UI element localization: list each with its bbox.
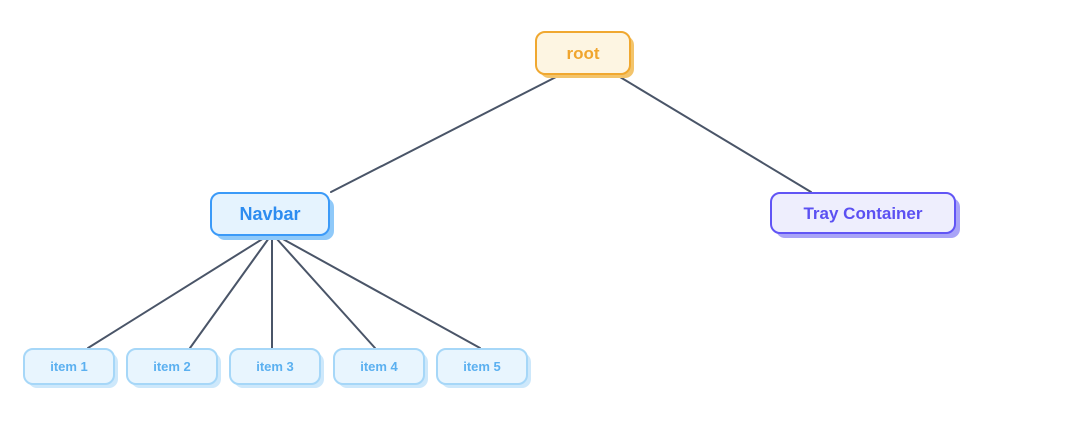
node-item-3[interactable]: item 3 xyxy=(229,348,321,385)
edge-root-to-navbar xyxy=(330,76,557,193)
node-tray-container[interactable]: Tray Container xyxy=(770,192,956,234)
node-item-4-label: item 4 xyxy=(360,359,398,374)
node-tray-container-label: Tray Container xyxy=(803,203,923,223)
node-navbar-label: Navbar xyxy=(239,204,301,224)
node-item-5-label: item 5 xyxy=(463,359,501,374)
node-navbar[interactable]: Navbar xyxy=(210,192,330,236)
node-item-4[interactable]: item 4 xyxy=(333,348,425,385)
node-item-3-label: item 3 xyxy=(256,359,294,374)
edge-navbar-to-item5 xyxy=(280,237,481,349)
node-item-2-label: item 2 xyxy=(153,359,191,374)
node-item-2[interactable]: item 2 xyxy=(126,348,218,385)
edge-navbar-to-item4 xyxy=(275,237,376,349)
node-item-1[interactable]: item 1 xyxy=(23,348,115,385)
edge-root-to-tray xyxy=(619,76,812,193)
node-root[interactable]: root xyxy=(535,31,631,75)
node-item-1-label: item 1 xyxy=(50,359,88,374)
edge-navbar-to-item2 xyxy=(189,237,270,349)
edge-navbar-to-item1 xyxy=(87,237,265,349)
node-item-5[interactable]: item 5 xyxy=(436,348,528,385)
node-root-label: root xyxy=(566,43,600,63)
